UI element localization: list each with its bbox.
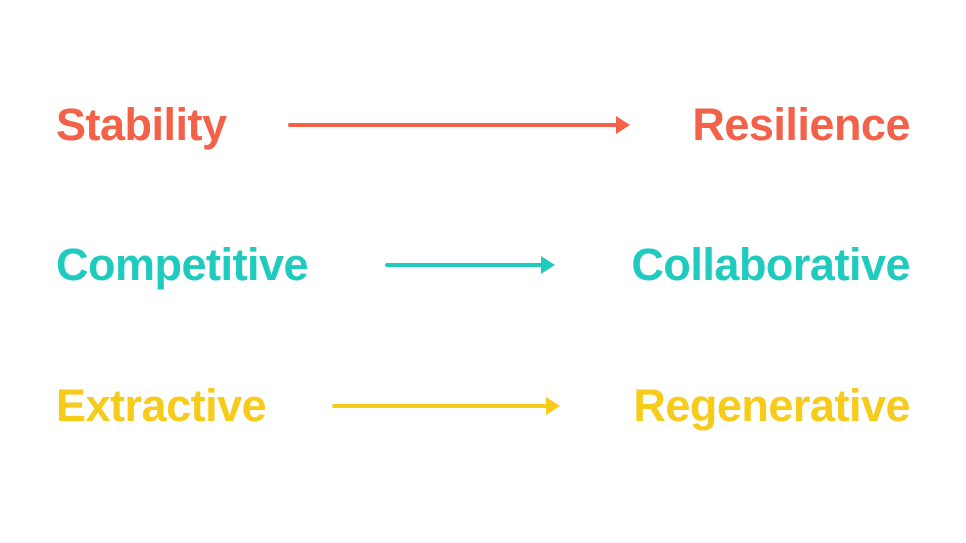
arrow-head	[541, 256, 555, 274]
arrow-head	[546, 397, 560, 415]
transition-row-competitive: Competitive Collaborative	[0, 235, 966, 295]
from-label: Competitive	[56, 239, 309, 290]
transition-row-stability: Stability Resilience	[0, 95, 966, 155]
from-label: Extractive	[56, 380, 267, 431]
arrow-shaft	[288, 123, 620, 127]
to-label: Resilience	[692, 99, 910, 150]
right-arrow-icon	[385, 256, 555, 274]
transition-row-extractive: Extractive Regenerative	[0, 376, 966, 436]
arrow-shaft	[385, 263, 545, 267]
arrow-shaft	[332, 404, 550, 408]
right-arrow-icon	[288, 116, 630, 134]
arrow-head	[616, 116, 630, 134]
right-arrow-icon	[332, 397, 560, 415]
to-label: Regenerative	[633, 380, 910, 431]
from-label: Stability	[56, 99, 227, 150]
to-label: Collaborative	[631, 239, 910, 290]
